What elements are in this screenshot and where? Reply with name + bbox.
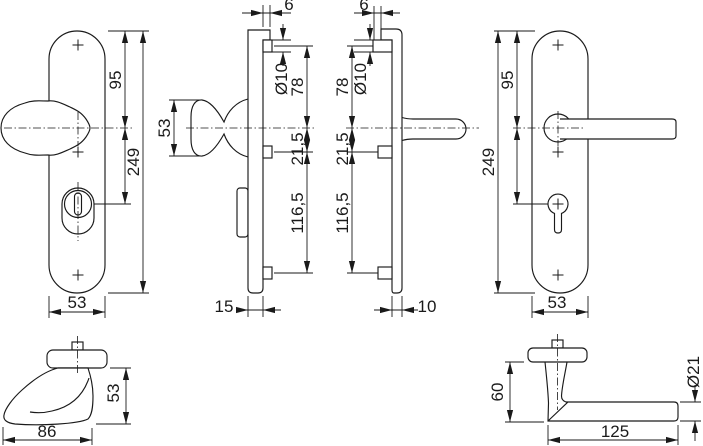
dim-label-86: 86: [38, 422, 57, 441]
view-front-lever-plate: 95 249 53: [479, 30, 677, 318]
lever-body-top: [544, 361, 679, 422]
cylinder-bump: [236, 187, 249, 238]
plate-outline: [48, 30, 106, 294]
dim-label-width-53: 53: [68, 293, 87, 312]
knob-cap: [46, 349, 108, 369]
fixing-pin-3: [262, 266, 273, 280]
dim-label-21-5: 21,5: [288, 132, 307, 165]
dim-label-116-5: 116,5: [288, 192, 307, 233]
knob-body-top: [3, 367, 94, 426]
view-side-lever-plate: 6 Ø10 78 21,5 116,5 10: [333, 0, 479, 317]
dim-label-edge-6: 6: [284, 0, 293, 14]
view-side-knob-plate: 53 6 Ø10 78 21,5 116,5 15: [155, 0, 316, 317]
lever-profile: [401, 116, 467, 142]
view-lever-top: 60 125 Ø21: [488, 334, 703, 445]
screw-mark-bottom: [72, 269, 84, 281]
dim-label-pin-dia: Ø10: [272, 63, 291, 95]
dim-label-116-5: 116,5: [333, 192, 352, 233]
dim-label-78: 78: [288, 78, 307, 97]
dim-label-thickness-15: 15: [215, 297, 234, 316]
dim-label-125: 125: [601, 422, 629, 441]
screw-mark-mid: [552, 146, 564, 158]
fixing-pin-1: [262, 39, 273, 53]
view-front-knob-plate: 95 249 53: [0, 30, 149, 318]
dim-label-grip-dia: Ø21: [684, 356, 703, 388]
dim-label-knob-53: 53: [104, 384, 123, 403]
fixing-pin-3: [377, 266, 393, 280]
lever-grip: [560, 118, 677, 140]
fixing-pin-2: [262, 145, 273, 159]
dim-label-95: 95: [106, 71, 125, 90]
fixing-pin-2: [377, 145, 393, 159]
plate-profile: [247, 29, 271, 294]
dim-label-thickness-10: 10: [418, 297, 437, 316]
knob-front: [0, 100, 91, 156]
dim-label-249: 249: [479, 148, 498, 176]
screw-mark-top: [72, 39, 84, 51]
dim-label-95: 95: [498, 71, 517, 90]
dim-label-60: 60: [488, 383, 507, 402]
dim-label-78: 78: [333, 78, 352, 97]
screw-mark-top: [552, 39, 564, 51]
screw-mark-mid: [72, 146, 84, 158]
fixing-pin-1: [372, 39, 393, 53]
dim-label-249: 249: [124, 148, 143, 176]
cylinder-center-mark: [552, 198, 564, 210]
dim-label-pin-dia: Ø10: [351, 63, 370, 95]
dim-label-width-53: 53: [548, 293, 567, 312]
dim-label-edge-6: 6: [359, 0, 368, 14]
plate-profile: [380, 28, 403, 294]
view-knob-top: 53 86: [2, 336, 131, 445]
dim-label-knob-53: 53: [155, 119, 174, 138]
knob-body-inner-curve: [29, 377, 90, 414]
dim-label-21-5: 21,5: [333, 132, 352, 165]
plate-outline: [531, 30, 589, 294]
screw-mark-bottom: [552, 269, 564, 281]
